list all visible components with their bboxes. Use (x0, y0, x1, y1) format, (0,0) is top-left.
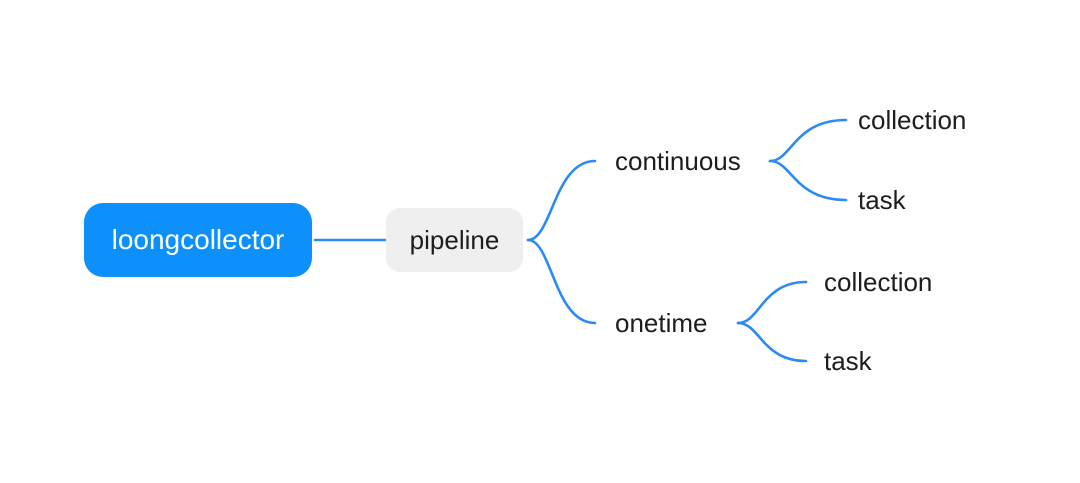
node-onetime[interactable]: onetime (615, 306, 708, 340)
connector-onetime-task (736, 321, 808, 363)
connector-continuous-task (768, 159, 848, 202)
node-pipeline-label: pipeline (409, 224, 500, 255)
connector-onetime-collection (736, 280, 808, 325)
node-pipeline[interactable]: pipeline (386, 208, 523, 272)
node-onetime-task[interactable]: task (824, 344, 872, 378)
node-continuous-task-label: task (858, 184, 906, 215)
node-continuous-collection[interactable]: collection (858, 103, 966, 137)
connector-continuous-collection (768, 118, 848, 163)
node-continuous-task[interactable]: task (858, 183, 906, 217)
connector-pipeline-onetime (526, 238, 597, 325)
connector-pipeline-continuous (526, 159, 597, 242)
node-continuous-label: continuous (615, 145, 741, 176)
node-root-loongcollector[interactable]: loongcollector (84, 203, 312, 277)
node-root-label: loongcollector (111, 224, 285, 255)
node-onetime-collection-label: collection (824, 266, 933, 297)
node-continuous-collection-label: collection (858, 104, 967, 135)
node-onetime-collection[interactable]: collection (824, 265, 932, 299)
node-onetime-label: onetime (615, 307, 708, 338)
node-onetime-task-label: task (824, 345, 872, 376)
node-continuous[interactable]: continuous (615, 144, 741, 178)
